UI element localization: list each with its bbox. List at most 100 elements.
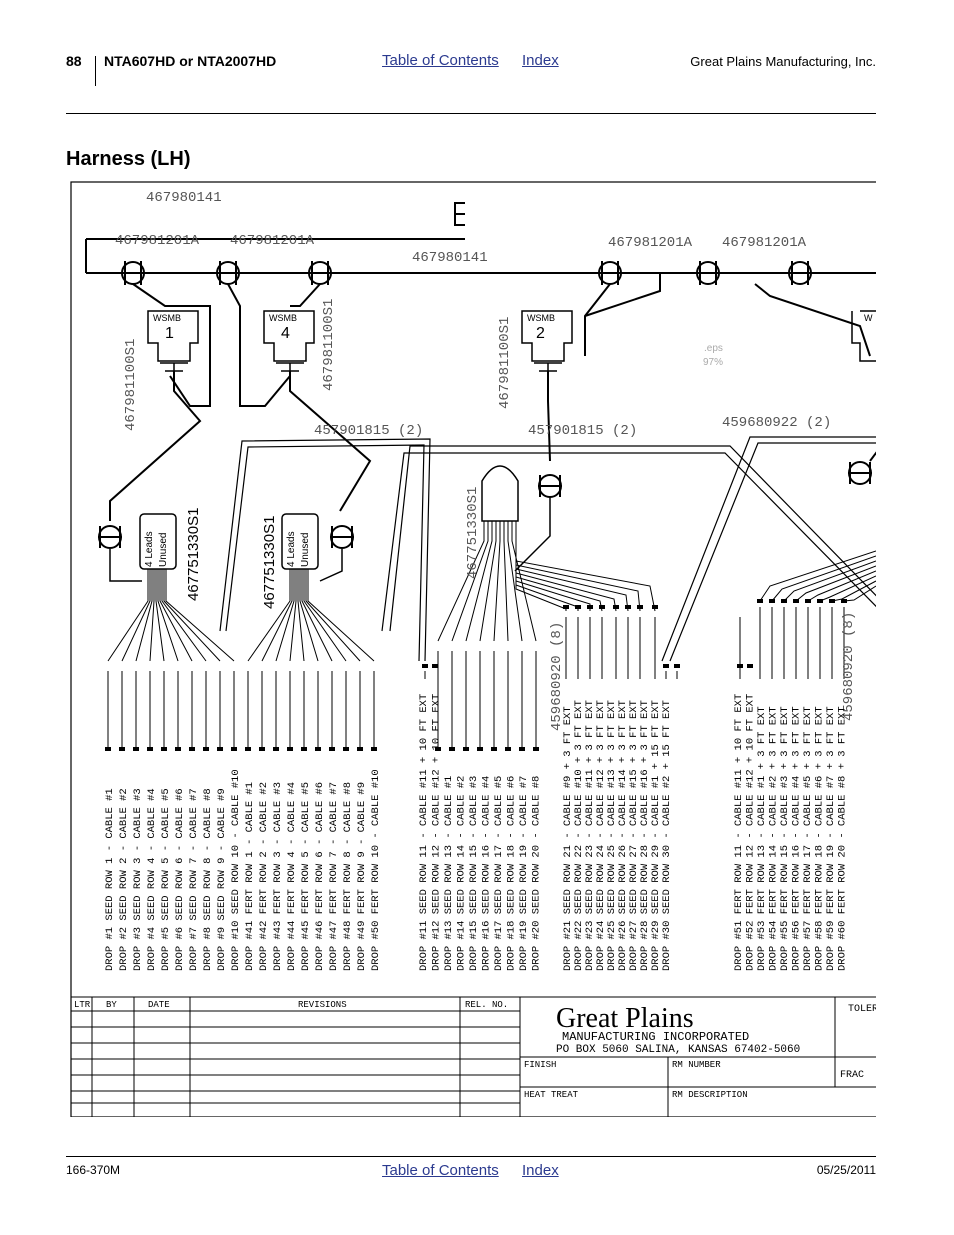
page-number: 88 [66, 53, 82, 69]
drop-label: DROP #20 SEED ROW 20 - CABLE #8 [531, 776, 543, 971]
splitter-label-2: 467751330S1 [261, 516, 278, 609]
tb-brand-sub: MANUFACTURING INCORPORATED [562, 1030, 749, 1044]
drop-label: DROP #8 SEED ROW 8 - CABLE #8 [202, 788, 214, 971]
tb-ltr: LTR [74, 1000, 91, 1010]
drop-label: DROP #16 SEED ROW 16 - CABLE #4 [481, 776, 493, 971]
ext-a3-label: 467981201A [608, 235, 693, 251]
branch-label-3: 459680922 (2) [722, 415, 831, 431]
eps-note-1: .eps [704, 343, 723, 354]
drop-label: DROP #1 SEED ROW 1 - CABLE #1 [104, 788, 116, 971]
drop-label: DROP #9 SEED ROW 9 - CABLE #9 [216, 788, 228, 971]
wsmb-module-2 [521, 310, 573, 372]
tb-date: DATE [148, 1000, 170, 1010]
drop-label: DROP #60 FERT ROW 20 - CABLE #8 + 3 FT E… [837, 706, 849, 971]
company-name: Great Plains Manufacturing, Inc. [690, 54, 876, 69]
drop-label: DROP #48 FERT ROW 8 - CABLE #8 [342, 782, 354, 971]
drop-label: DROP #18 SEED ROW 18 - CABLE #6 [506, 776, 518, 971]
part-main2-label: 467980141 [412, 250, 488, 266]
drop-label: DROP #27 SEED ROW 27 - CABLE #15 + 3 FT … [628, 700, 640, 971]
ext-a4-label: 467981201A [722, 235, 807, 251]
drop-label: DROP #17 SEED ROW 17 - CABLE #5 [493, 776, 505, 971]
drop-label: DROP #25 SEED ROW 25 - CABLE #13 + 3 FT … [606, 700, 618, 971]
drop-label: DROP #5 SEED ROW 5 - CABLE #5 [160, 788, 172, 971]
tb-by: BY [106, 1000, 117, 1010]
drop-label: DROP #26 SEED ROW 26 - CABLE #14 + 3 FT … [617, 700, 629, 971]
wsmb-number-1: 1 [165, 325, 174, 342]
tb-address: PO BOX 5060 SALINA, KANSAS 67402-5060 [556, 1044, 800, 1056]
drop-label: DROP #10 SEED ROW 10 - CABLE #10 [230, 769, 242, 971]
drop-label: DROP #22 SEED ROW 22 - CABLE #10 + 3 FT … [573, 700, 585, 971]
tb-rm-description: RM DESCRIPTION [672, 1090, 748, 1100]
terminal-row-1 [107, 607, 845, 749]
table-of-contents-link[interactable]: Table of Contents [382, 52, 499, 69]
model-name: NTA607HD or NTA2007HD [104, 53, 277, 69]
drop-label: DROP #12 SEED ROW 12 - CABLE #12 + 10 FT… [431, 694, 443, 971]
drop-label: DROP #53 FERT ROW 13 - CABLE #1 + 3 FT E… [756, 706, 768, 971]
drop-label: DROP #21 SEED ROW 21 - CABLE #9 + 3 FT E… [562, 706, 574, 971]
drop-label: DROP #57 FERT ROW 17 - CABLE #5 + 3 FT E… [802, 706, 814, 971]
drop-label: DROP #29 SEED ROW 29 - CABLE #1 + 15 FT … [650, 700, 662, 971]
wsmb-label-2: WSMB [527, 313, 555, 323]
splitter-label-3: 467751330S1 [465, 487, 481, 579]
leads-note-2b: Unused [300, 533, 311, 567]
wsmb-module-cut [851, 310, 876, 362]
drop-label: DROP #55 FERT ROW 15 - CABLE #3 + 3 FT E… [779, 706, 791, 971]
wsmb-number-2: 2 [536, 325, 545, 342]
mid-connector [848, 461, 872, 485]
drop-label: DROP #3 SEED ROW 3 - CABLE #3 [132, 788, 144, 971]
drop-label: DROP #23 SEED ROW 23 - CABLE #11 + 3 FT … [584, 700, 596, 971]
mid-connector [538, 474, 562, 498]
ext-a1-label: 467981201A [115, 233, 200, 249]
drop-label: DROP #50 FERT ROW 10 - CABLE #10 [370, 769, 382, 971]
tb-rel-no: REL. NO. [465, 1000, 508, 1010]
footer-table-of-contents-link[interactable]: Table of Contents [382, 1162, 499, 1179]
tb-heat-treat: HEAT TREAT [524, 1090, 579, 1100]
vlabel-1: 467981100S1 [123, 339, 139, 431]
tb-revisions: REVISIONS [298, 1000, 347, 1010]
drop-label: DROP #45 FERT ROW 5 - CABLE #5 [300, 782, 312, 971]
part-main-label: 467980141 [146, 190, 222, 206]
branch-label-2: 457901815 (2) [528, 423, 637, 439]
ext-8b-label: 459680920 (8) [841, 612, 857, 721]
splitter-label-1: 467751330S1 [185, 508, 202, 601]
drop-label: DROP #41 FERT ROW 1 - CABLE #1 [244, 782, 256, 971]
harness-drawing: 467980141 467980141 467981201A 467981201… [70, 181, 878, 1117]
drop-label: DROP #51 FERT ROW 11 - CABLE #11 + 10 FT… [733, 694, 745, 971]
drop-label: DROP #42 FERT ROW 2 - CABLE #2 [258, 782, 270, 971]
drop-label: DROP #14 SEED ROW 14 - CABLE #2 [456, 776, 468, 971]
drop-label: DROP #49 FERT ROW 9 - CABLE #9 [356, 782, 368, 971]
tb-brand: Great Plains [556, 1003, 694, 1034]
trunk-connector [788, 261, 812, 285]
drop-label: DROP #11 SEED ROW 11 - CABLE #11 + 10 FT… [418, 694, 430, 971]
footer-rule [66, 1156, 876, 1157]
splitter-3 [481, 465, 519, 522]
vlabel-2: 467981100S1 [497, 317, 513, 409]
branch-label-1: 457901815 (2) [314, 423, 423, 439]
index-link[interactable]: Index [522, 52, 559, 69]
tb-toler: TOLER [848, 1004, 876, 1015]
drop-label: DROP #52 FERT ROW 12 - CABLE #12 + 10 FT… [745, 694, 757, 971]
leads-note-1b: Unused [158, 533, 169, 567]
drop-label: DROP #6 SEED ROW 6 - CABLE #6 [174, 788, 186, 971]
drop-label: DROP #54 FERT ROW 14 - CABLE #2 + 3 FT E… [768, 706, 780, 971]
drop-label: DROP #44 FERT ROW 4 - CABLE #4 [286, 782, 298, 971]
drop-label: DROP #24 SEED ROW 24 - CABLE #12 + 3 FT … [595, 700, 607, 971]
drop-label: DROP #43 FERT ROW 3 - CABLE #3 [272, 782, 284, 971]
drop-label: DROP #56 FERT ROW 16 - CABLE #4 + 3 FT E… [791, 706, 803, 971]
drop-label: DROP #19 SEED ROW 19 - CABLE #7 [518, 776, 530, 971]
drop-label: DROP #7 SEED ROW 7 - CABLE #7 [188, 788, 200, 971]
drop-label: DROP #2 SEED ROW 2 - CABLE #2 [118, 788, 130, 971]
footer-index-link[interactable]: Index [522, 1162, 559, 1179]
wsmb-label-1: WSMB [153, 313, 181, 323]
ext-8a-label: 459680920 (8) [549, 622, 565, 731]
leads-note-2a: 4 Leads [286, 531, 297, 567]
drop-label: DROP #13 SEED ROW 13 - CABLE #1 [443, 776, 455, 971]
ext-a2-label: 467981201A [230, 233, 315, 249]
wsmb-label-4: WSMB [269, 313, 297, 323]
header-divider [95, 56, 96, 86]
drop-label: DROP #47 FERT ROW 7 - CABLE #7 [328, 782, 340, 971]
wsmb-number-4: 4 [281, 325, 290, 342]
leads-note-1a: 4 Leads [144, 531, 155, 567]
eps-note-2: 97% [703, 357, 723, 368]
drop-label: DROP #28 SEED ROW 28 - CABLE #16 + 3 FT … [639, 700, 651, 971]
